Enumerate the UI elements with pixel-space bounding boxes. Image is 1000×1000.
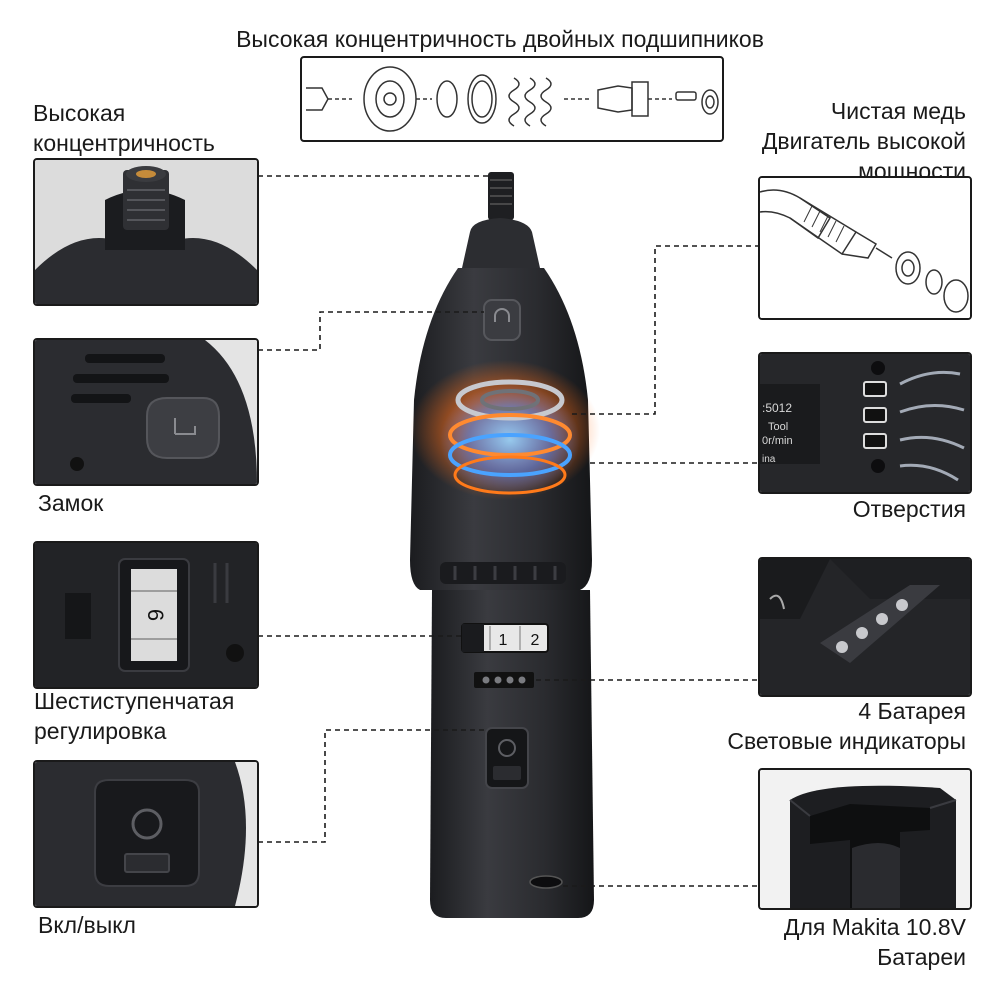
speed-dial-number: 6 bbox=[143, 609, 168, 621]
battery-indicator-label: 4 Батарея Световые индикаторы bbox=[727, 696, 966, 756]
plate-line-3: 0r/min bbox=[762, 435, 793, 447]
lock-label: Замок bbox=[38, 490, 104, 516]
vents-photo: :5012 Tool 0r/min ina bbox=[758, 352, 972, 494]
battery-led-4 bbox=[518, 676, 526, 684]
leader-lock bbox=[258, 311, 484, 351]
speed-photo: 6 bbox=[33, 541, 259, 689]
bearing-diagram-icon bbox=[306, 66, 719, 132]
plate-line-4: ina bbox=[762, 454, 776, 465]
dial-value-2: 2 bbox=[531, 632, 540, 649]
concentricity-label-line2: концентричность bbox=[33, 130, 215, 156]
battery-label: Для Makita 10.8V Батареи bbox=[784, 912, 966, 972]
battery-indicator-line2: Световые индикаторы bbox=[727, 728, 966, 754]
motor-label-line2: Двигатель высокой bbox=[761, 128, 966, 154]
battery-leds-icon bbox=[760, 559, 970, 695]
motor-label: Чистая медь Двигатель высокой мощности bbox=[762, 96, 966, 186]
vents-label: Отверстия bbox=[852, 496, 966, 522]
lock-button-icon bbox=[35, 340, 257, 484]
motor-drawing-icon bbox=[760, 178, 970, 318]
speed-label-line2: регулировка bbox=[34, 718, 167, 744]
battery-led-3 bbox=[506, 676, 514, 684]
battery-label-line2: Батареи bbox=[877, 944, 966, 970]
grip-ring bbox=[440, 562, 566, 584]
plate-line-1: :5012 bbox=[762, 401, 792, 415]
power-photo bbox=[33, 760, 259, 908]
motor-rotor bbox=[448, 379, 572, 495]
lock-button bbox=[483, 299, 521, 341]
bearing-exploded-diagram bbox=[300, 56, 724, 142]
lock-photo bbox=[33, 338, 259, 486]
plate-line-2: Tool bbox=[768, 421, 788, 433]
collet-chuck-icon bbox=[35, 160, 257, 304]
motor-photo bbox=[758, 176, 972, 320]
battery-slot bbox=[529, 875, 563, 889]
speed-dial-icon: 6 bbox=[35, 543, 257, 687]
power-switch-icon bbox=[35, 762, 257, 906]
battery-indicator-photo bbox=[758, 557, 972, 697]
leader-motor bbox=[572, 245, 760, 415]
concentricity-photo bbox=[33, 158, 259, 306]
concentricity-label-line1: Высокая bbox=[33, 100, 126, 126]
tool-nose bbox=[462, 218, 540, 268]
motor-label-line1: Чистая медь bbox=[830, 98, 966, 124]
battery-led-1 bbox=[482, 676, 490, 684]
battery-photo bbox=[758, 768, 972, 910]
battery-led-strip bbox=[474, 672, 534, 688]
dial-value-1: 1 bbox=[499, 632, 508, 649]
battery-led-2 bbox=[494, 676, 502, 684]
battery-socket-icon bbox=[760, 770, 970, 908]
power-label: Вкл/выкл bbox=[38, 912, 136, 938]
speed-label-line1: Шестиступенчатая bbox=[34, 688, 235, 714]
battery-indicator-line1: 4 Батарея bbox=[858, 698, 966, 724]
battery-label-line1: Для Makita 10.8V bbox=[783, 914, 966, 940]
concentricity-label: Высокая концентричность bbox=[33, 98, 215, 158]
speed-label: Шестиступенчатая регулировка bbox=[34, 686, 234, 746]
vent-holes-icon: :5012 Tool 0r/min ina bbox=[760, 354, 970, 492]
top-caption: Высокая концентричность двойных подшипни… bbox=[236, 26, 764, 52]
